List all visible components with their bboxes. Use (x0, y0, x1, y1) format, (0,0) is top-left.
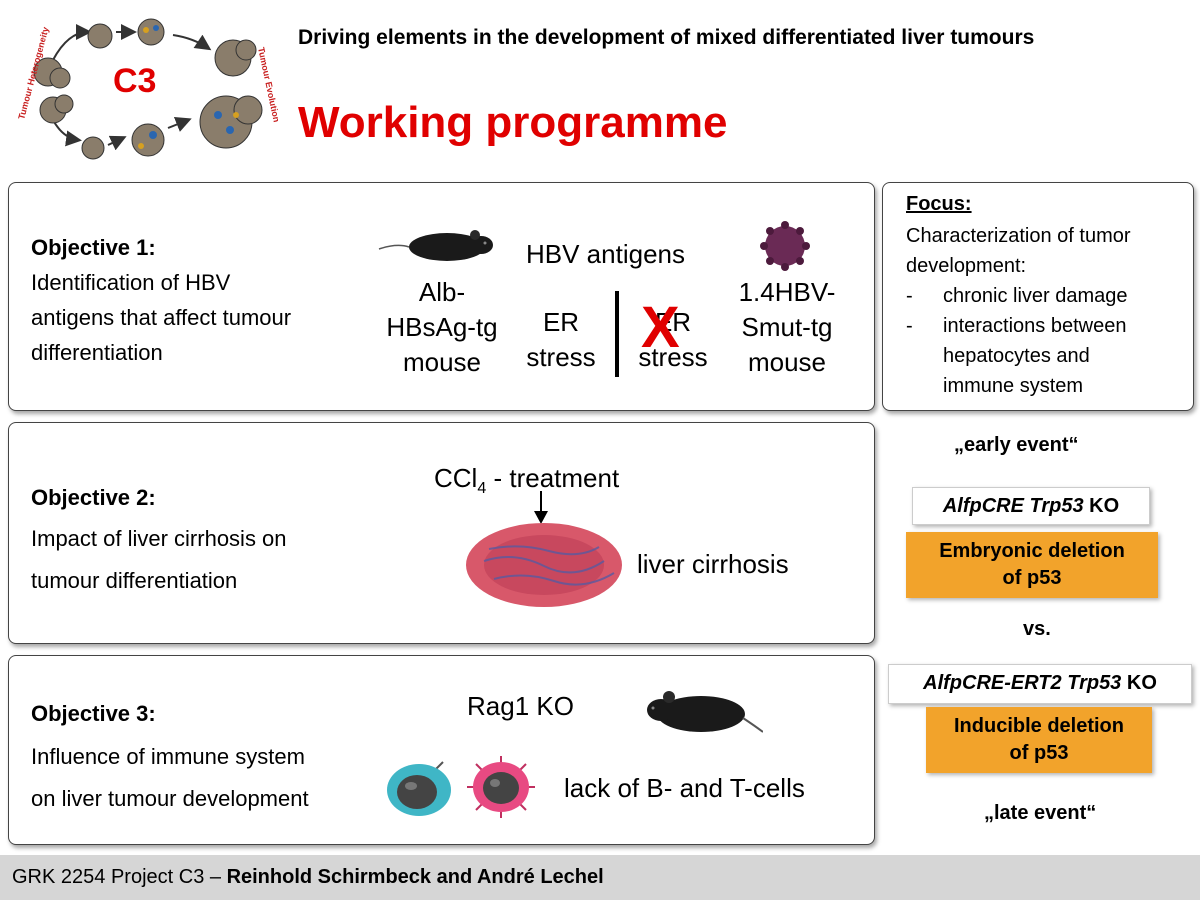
black-mouse-image (377, 223, 497, 268)
inducible-line: Inducible deletion (953, 715, 1124, 737)
er-stress-crossed-label: ER stress (623, 305, 723, 375)
objective-3-text: Influence of immune system on liver tumo… (31, 736, 309, 820)
t-cell-icon (461, 754, 541, 825)
b-cell-icon (385, 758, 455, 823)
down-arrow-icon (531, 491, 551, 530)
objective-1-box: Objective 1: Identification of HBV antig… (8, 182, 875, 411)
focus-title: Focus: (906, 193, 972, 215)
er-stress-label: ER stress (515, 305, 607, 375)
footer-authors: Reinhold Schirmbeck and André Lechel (226, 866, 604, 888)
page-subtitle: Driving elements in the development of m… (298, 26, 1035, 49)
alfpcre-ert2-trp53-label: AlfpCRE-ERT2 Trp53 KO (888, 664, 1192, 704)
focus-bullets: -chronic liver damage -interactions betw… (906, 281, 1128, 401)
embryonic-deletion-box: Embryonic deletion of p53 (906, 532, 1158, 598)
lack-of-cells-label: lack of B- and T-cells (564, 773, 805, 803)
er-stress-crossed-line: ER (654, 307, 692, 337)
objective-1-text: Identification of HBV antigens that affe… (31, 265, 291, 370)
focus-bullet: -interactions between (906, 315, 1127, 337)
page-title: Working programme (298, 98, 728, 147)
focus-description: Characterization of tumor development: (906, 221, 1131, 281)
embryonic-line: of p53 (1002, 567, 1062, 589)
rag1-ko-label: Rag1 KO (467, 691, 574, 721)
late-event-label: „late event“ (984, 802, 1097, 824)
er-stress-crossed-line: stress (638, 342, 708, 372)
focus-box: Focus: Characterization of tumor develop… (882, 182, 1194, 411)
objective-2-heading: Objective 2: (31, 485, 156, 510)
inducible-line: of p53 (1009, 742, 1069, 764)
hbv-smut-line: Smut-tg (741, 312, 833, 342)
hbv-antigens-label: HBV antigens (526, 239, 685, 269)
embryonic-line: Embryonic deletion (939, 540, 1125, 562)
focus-line: Characterization of tumor (906, 225, 1131, 247)
alfpcre-trp53-label: AlfpCRE Trp53 KO (912, 487, 1150, 525)
liver-tissue-image (464, 521, 624, 614)
hbv-smut-line: mouse (747, 347, 827, 377)
objective-1-heading: Objective 1: (31, 235, 156, 260)
objective-3-line: on liver tumour development (31, 786, 309, 811)
liver-cirrhosis-label: liver cirrhosis (637, 549, 789, 579)
logo-label: C3 (113, 62, 156, 100)
alb-line: Alb- (418, 277, 466, 307)
hbv-smut-line: 1.4HBV- (738, 277, 836, 307)
objective-3-heading: Objective 3: (31, 701, 156, 726)
separator-bar (615, 291, 619, 377)
c3-logo: Tumour Heterogeneity Tumour Evolution C3 (8, 10, 282, 170)
alb-hbsag-mouse-label: Alb- HBsAg-tg mouse (375, 275, 509, 380)
focus-bullet-continuation: immune system (943, 375, 1084, 397)
focus-bullet-continuation: hepatocytes and (943, 345, 1090, 367)
objective-2-box: Objective 2: Impact of liver cirrhosis o… (8, 422, 875, 644)
er-stress-line: ER (542, 307, 580, 337)
objective-3-box: Objective 3: Influence of immune system … (8, 655, 875, 845)
vs-label: vs. (1023, 618, 1051, 640)
focus-bullet: -chronic liver damage (906, 285, 1128, 307)
focus-line: development: (906, 255, 1027, 277)
black-mouse-image (639, 680, 764, 741)
objective-2-line: Impact of liver cirrhosis on (31, 526, 287, 551)
ccl4-treatment-label: CCl4 - treatment (434, 463, 620, 498)
footer-project: GRK 2254 Project C3 – (12, 866, 227, 888)
objective-1-line: Identification of HBV (31, 270, 231, 295)
objective-3-line: Influence of immune system (31, 744, 305, 769)
objective-1-line: antigens that affect tumour (31, 305, 292, 330)
footer-bar: GRK 2254 Project C3 – Reinhold Schirmbec… (0, 855, 1200, 900)
virus-image (757, 221, 813, 276)
alb-line: HBsAg-tg (386, 312, 498, 342)
objective-2-line: tumour differentiation (31, 568, 238, 593)
alb-line: mouse (402, 347, 482, 377)
red-cross-mark: X (641, 295, 680, 360)
hbv-smut-mouse-label: 1.4HBV- Smut-tg mouse (727, 275, 847, 380)
inducible-deletion-box: Inducible deletion of p53 (926, 707, 1152, 773)
er-stress-line: stress (526, 342, 596, 372)
objective-1-line: differentiation (31, 340, 163, 365)
early-event-label: „early event“ (954, 434, 1079, 456)
objective-2-text: Impact of liver cirrhosis on tumour diff… (31, 518, 287, 602)
